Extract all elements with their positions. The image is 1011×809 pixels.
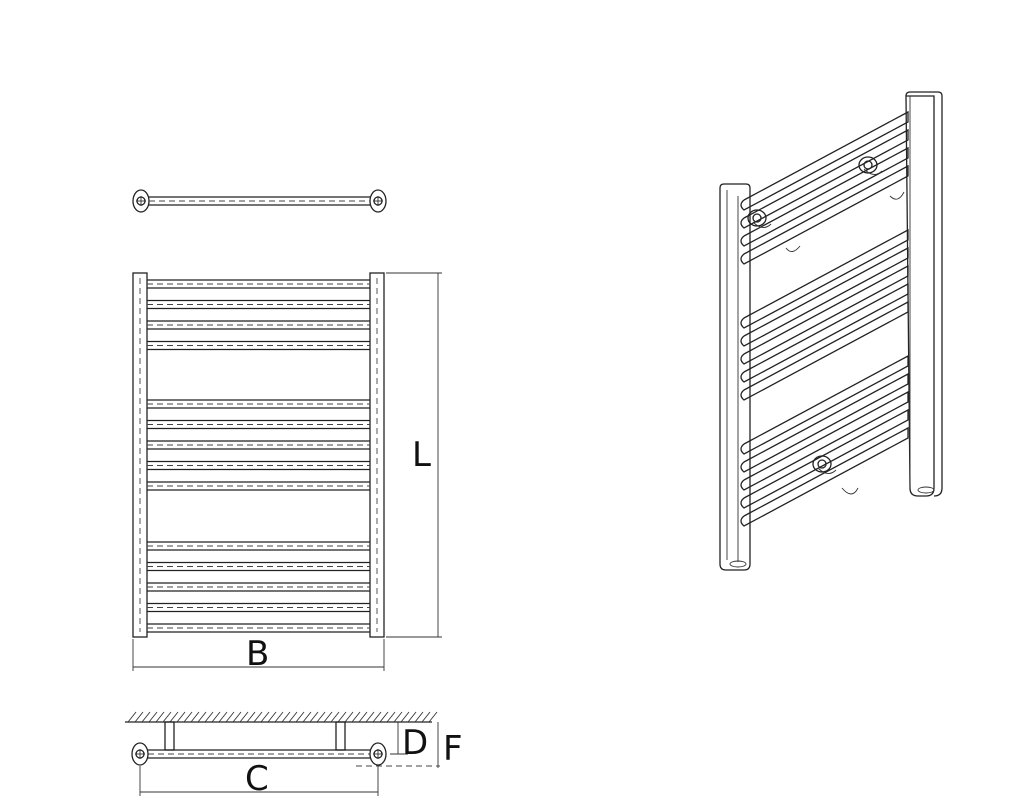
center-distance-label: C (245, 759, 269, 799)
iso-rail (740, 372, 909, 473)
hatch-line (288, 711, 298, 723)
wall-bracket-right (335, 721, 346, 751)
iso-rails (740, 110, 909, 527)
length-label: L (412, 435, 431, 475)
front-rail (147, 602, 370, 613)
iso-rail (740, 390, 909, 491)
isometric-view (719, 91, 943, 571)
iso-rail (740, 354, 909, 455)
iso-bracket-top-right (858, 156, 883, 175)
hatch-line (351, 711, 361, 723)
hatch-line (246, 711, 256, 723)
hatch-line (127, 711, 137, 723)
iso-left-collector (719, 183, 751, 571)
hatch-line (428, 711, 438, 723)
hatch-line (260, 711, 270, 723)
hatch-line (372, 711, 382, 723)
hatch-line (134, 711, 144, 723)
wall-hatch (127, 711, 438, 723)
front-rail (147, 279, 370, 289)
hatch-line (407, 711, 417, 723)
wall-distance-label: F (443, 729, 463, 769)
depth-label: D (402, 723, 428, 763)
front-rail (147, 460, 370, 471)
hatch-line (169, 711, 179, 723)
hatch-line (309, 711, 319, 723)
hatch-line (211, 711, 221, 723)
hatch-line (267, 711, 277, 723)
left-collector (132, 272, 148, 638)
hatch-line (379, 711, 389, 723)
front-view (132, 272, 385, 638)
hatch-line (414, 711, 424, 723)
iso-rail (740, 128, 909, 229)
front-rail (147, 440, 370, 450)
iso-rail (740, 164, 909, 265)
hatch-line (337, 711, 347, 723)
front-rail (147, 299, 370, 310)
top-view (132, 189, 387, 213)
hatch-line (155, 711, 165, 723)
hatch-line (358, 711, 368, 723)
wall-view: C D F (125, 711, 463, 799)
iso-rail (740, 300, 909, 401)
front-rail (147, 481, 370, 491)
hatch-line (302, 711, 312, 723)
hatch-line (365, 711, 375, 723)
hatch-line (190, 711, 200, 723)
front-rail (147, 399, 370, 409)
right-collector (369, 272, 385, 638)
iso-rail (740, 426, 909, 527)
iso-rail (740, 282, 909, 383)
front-rail (147, 541, 370, 551)
hatch-line (253, 711, 263, 723)
hatch-line (274, 711, 284, 723)
hatch-line (232, 711, 242, 723)
length-dimension: L (386, 272, 442, 638)
width-dimension: B (132, 634, 385, 674)
hatch-line (218, 711, 228, 723)
iso-rail (740, 246, 909, 347)
hatch-line (386, 711, 396, 723)
hatch-line (421, 711, 431, 723)
hatch-line (204, 711, 214, 723)
iso-bracket-bottom (812, 455, 859, 495)
hatch-line (141, 711, 151, 723)
front-rails (147, 279, 370, 633)
front-rail (147, 419, 370, 430)
hatch-line (316, 711, 326, 723)
front-rail (147, 623, 370, 633)
hatch-line (281, 711, 291, 723)
hatch-line (400, 711, 410, 723)
hatch-line (225, 711, 235, 723)
hatch-line (295, 711, 305, 723)
iso-rail (740, 228, 909, 329)
width-label: B (246, 634, 269, 674)
hatch-line (148, 711, 158, 723)
hatch-line (239, 711, 249, 723)
iso-rail (740, 146, 909, 247)
iso-rail (740, 264, 909, 365)
front-rail (147, 582, 370, 592)
front-rail (147, 320, 370, 330)
front-rail (147, 340, 370, 351)
iso-rail (740, 110, 909, 211)
iso-rail (740, 408, 909, 509)
hatch-line (344, 711, 354, 723)
hatch-line (197, 711, 207, 723)
hatch-line (393, 711, 403, 723)
hatch-line (330, 711, 340, 723)
wall-bracket-left (164, 721, 175, 751)
hatch-line (162, 711, 172, 723)
hatch-line (183, 711, 193, 723)
hatch-line (323, 711, 333, 723)
front-rail (147, 561, 370, 572)
hatch-line (176, 711, 186, 723)
iso-bracket-top-left (747, 209, 772, 228)
